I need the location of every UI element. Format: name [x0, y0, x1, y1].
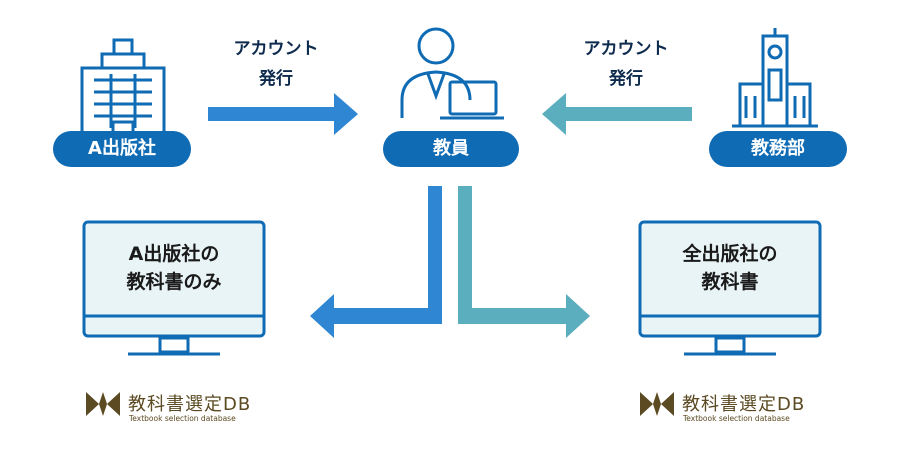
right-arrow-label: アカウント 発行: [556, 34, 696, 94]
logo-subtitle-right: Textbook selection database: [683, 414, 790, 423]
left-screen-line2: 教科書のみ: [126, 271, 222, 293]
logo-mark-icon-right: [640, 392, 674, 416]
node-teacher: 教員: [383, 131, 519, 167]
logo-subtitle-left: Textbook selection database: [129, 414, 236, 423]
arrow-publisher-to-teacher: [208, 93, 358, 135]
left-screen-line1: A出版社の: [128, 243, 220, 265]
right-arrow-label-line2: 発行: [609, 69, 643, 89]
logo-title-left: 教科書選定DB: [128, 394, 252, 415]
university-tower-icon: [732, 28, 818, 128]
logo-mark-icon-left: [86, 392, 120, 416]
left-arrow-label-line1: アカウント: [233, 39, 319, 59]
right-screen-line2: 教科書: [701, 271, 759, 293]
right-screen-text: 全出版社の 教科書: [642, 240, 818, 296]
right-screen-line1: 全出版社の: [682, 243, 778, 265]
node-publisher-a: A出版社: [53, 131, 191, 167]
arrow-teacher-to-right-screen: [458, 186, 590, 338]
left-arrow-label: アカウント 発行: [206, 34, 346, 94]
arrow-teacher-to-left-screen: [310, 186, 442, 338]
teacher-laptop-icon: [400, 27, 504, 120]
office-building-icon: [80, 38, 166, 138]
left-arrow-label-line2: 発行: [259, 69, 293, 89]
left-screen-text: A出版社の 教科書のみ: [86, 240, 262, 296]
right-arrow-label-line1: アカウント: [583, 39, 669, 59]
arrow-affairs-to-teacher: [542, 93, 692, 135]
node-academic-affairs: 教務部: [709, 131, 847, 167]
right-monitor-icon: [638, 220, 822, 356]
logo-title-right: 教科書選定DB: [682, 394, 806, 415]
left-monitor-icon: [82, 220, 266, 356]
